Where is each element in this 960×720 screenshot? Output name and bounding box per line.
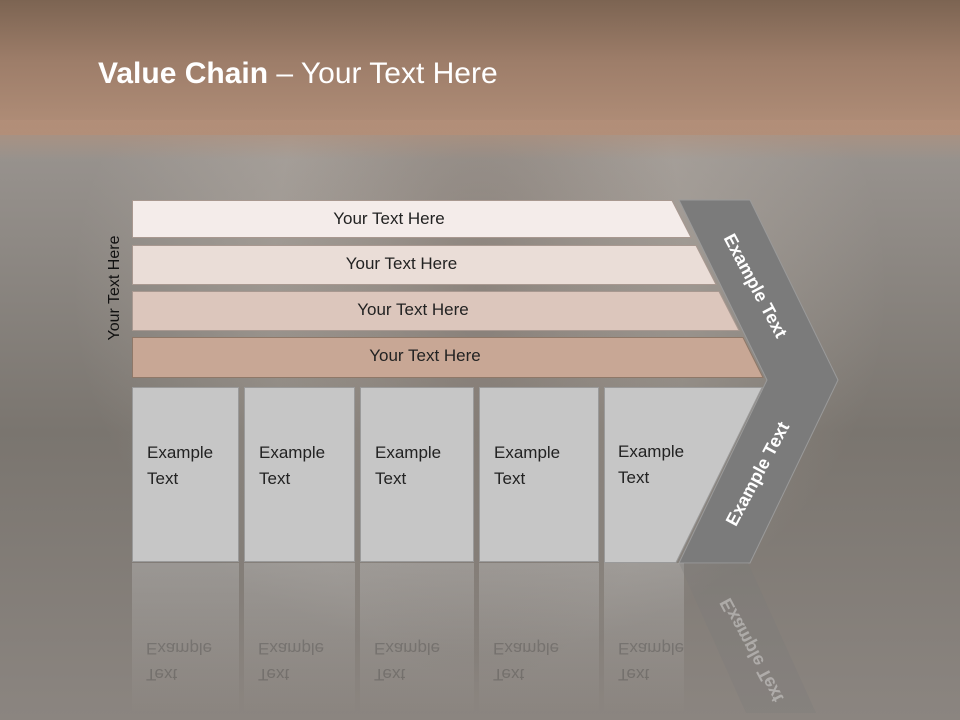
row-shape: [132, 337, 764, 378]
box-reflection-3: Text Example: [360, 563, 474, 713]
box-line-2: Text: [259, 469, 291, 488]
box-line-1: Example: [494, 443, 561, 462]
title-rest: – Your Text Here: [268, 57, 498, 90]
activity-box-1: Example Text: [132, 387, 239, 562]
value-row-4: Your Text Here: [132, 337, 764, 378]
box-reflection-2: Text Example: [244, 563, 355, 713]
row-label: Your Text Here: [357, 300, 469, 319]
box-line-2: Text: [375, 469, 407, 488]
chevron-shape: [678, 199, 839, 564]
reflection-line-2: Text: [258, 665, 290, 684]
box-reflection-1: Text Example: [132, 563, 239, 713]
row-shape: [132, 245, 717, 285]
title-bold: Value Chain: [98, 57, 269, 90]
reflection-line-2: Text: [374, 665, 406, 684]
box-line-1: Example: [375, 443, 442, 462]
slide-title: Value Chain – Your Text Here: [98, 52, 498, 96]
reflection-line-1: Example: [146, 639, 213, 658]
activity-box-3: Example Text: [360, 387, 474, 562]
value-row-3: Your Text Here: [132, 291, 740, 331]
box-line-1: Example: [618, 442, 685, 461]
box-line-2: Text: [618, 468, 650, 487]
reflection-line-2: Text: [146, 665, 178, 684]
row-shape: [132, 291, 740, 331]
chevron-reflection: [679, 563, 816, 713]
row-label: Your Text Here: [369, 346, 481, 365]
reflection-line-2: Text: [618, 665, 650, 684]
reflection-line-1: Example: [493, 639, 560, 658]
title-band-fade: [0, 120, 960, 160]
value-row-2: Your Text Here: [132, 245, 717, 285]
activity-box-5: Example Text: [604, 387, 684, 491]
activity-box-5-shape: [604, 387, 763, 563]
reflection-line-1: Example: [374, 639, 441, 658]
row-label: Your Text Here: [345, 254, 458, 273]
side-label: Your Text Here: [106, 235, 123, 341]
reflection-line-1: Example: [258, 639, 325, 658]
chevron-arrow: [678, 199, 839, 564]
activity-box-4: Example Text: [479, 387, 599, 562]
box-line-2: Text: [147, 469, 179, 488]
box-line-1: Example: [259, 443, 326, 462]
reflection-line-2: Text: [493, 665, 525, 684]
activity-box-2: Example Text: [244, 387, 355, 562]
reflection-line-1: Example: [618, 639, 685, 658]
box-reflection-5: Text Example: [604, 563, 684, 713]
title-band: [0, 0, 960, 135]
row-shape: [132, 200, 692, 238]
value-row-1: Your Text Here: [132, 200, 692, 238]
box-reflection-4: Text Example: [479, 563, 599, 713]
box-line-2: Text: [494, 469, 526, 488]
box-line-1: Example: [147, 443, 214, 462]
row-label: Your Text Here: [333, 209, 445, 228]
